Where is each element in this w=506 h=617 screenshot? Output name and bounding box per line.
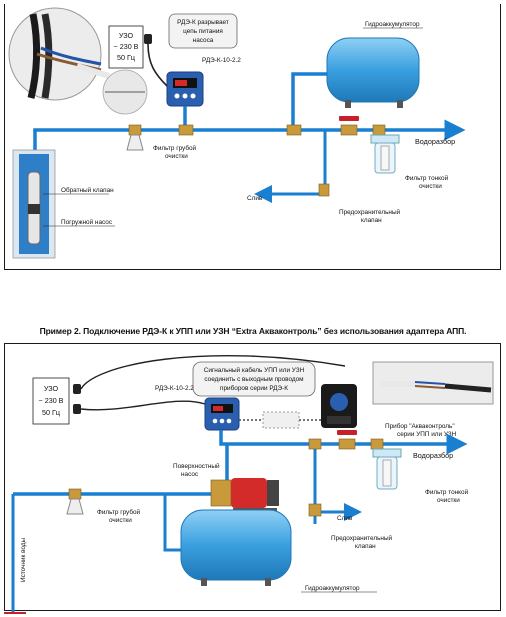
fine2-line1: Фильтр тонкой bbox=[425, 488, 469, 496]
ball-valve-icon bbox=[339, 116, 359, 136]
aquacontrol-device bbox=[321, 384, 357, 428]
uzo-line1: УЗО bbox=[119, 31, 134, 40]
pump-label: Погружной насос bbox=[61, 218, 113, 226]
well bbox=[12, 149, 56, 259]
coarse-filter-line2: очистки bbox=[165, 153, 188, 160]
diagram-1-panel: УЗО ~ 230 В 50 Гц РДЭ-К разрывает цепь п… bbox=[4, 4, 501, 270]
fine-filter-icon bbox=[370, 134, 400, 174]
splice-zoom-circle bbox=[102, 69, 148, 115]
coarse-filter-icon-2 bbox=[66, 498, 84, 515]
pressure-tank-2 bbox=[180, 509, 292, 586]
surface-pump bbox=[210, 478, 279, 512]
device-line2: серии УПП или УЗН bbox=[397, 431, 457, 438]
callout-line3: насоса bbox=[193, 37, 214, 44]
rdek2-label: РДЭ-К-10-2.2 bbox=[155, 385, 194, 392]
fine-filter-line1: Фильтр тонкой bbox=[405, 174, 449, 182]
drain-label: Слив bbox=[247, 195, 263, 202]
outlet-label: Водоразбор bbox=[415, 137, 455, 146]
surface-pump-line2: насос bbox=[181, 471, 199, 478]
coarse-filter-icon bbox=[126, 134, 144, 151]
uzo2-line1: УЗО bbox=[44, 384, 59, 393]
tank-label: Гидроаккумулятор bbox=[365, 21, 420, 28]
callout-line2: цепь питания bbox=[183, 28, 223, 35]
diagram-2-svg: УЗО ~ 230 В 50 Гц Сигнальный кабель УПП … bbox=[11, 354, 494, 614]
brass-fittings-2 bbox=[68, 438, 384, 517]
uzo-box-2: УЗО ~ 230 В 50 Гц bbox=[32, 377, 70, 425]
signal-cable-note: Сигнальный кабель УПП или УЗН соединить … bbox=[192, 361, 316, 397]
safety-valve-line1: Предохранительный bbox=[339, 208, 401, 216]
outlet2-label: Водоразбор bbox=[413, 451, 453, 460]
diagram-2-panel: УЗО ~ 230 В 50 Гц Сигнальный кабель УПП … bbox=[4, 343, 501, 614]
rdek-device bbox=[166, 71, 204, 107]
coarse2-line1: Фильтр грубой bbox=[97, 508, 141, 516]
ball-valve-icon-2 bbox=[337, 430, 357, 450]
coarse-filter-line1: Фильтр грубой bbox=[153, 144, 197, 152]
splice-box bbox=[262, 411, 300, 429]
signal-line1: Сигнальный кабель УПП или УЗН bbox=[204, 366, 305, 374]
device-line1: Прибор "Акваконтроль" bbox=[385, 422, 455, 430]
pressure-tank bbox=[326, 37, 420, 108]
rdek-label: РДЭ-К-10-2.2 bbox=[202, 57, 241, 64]
coarse2-line2: очистки bbox=[109, 517, 132, 524]
water-source-label: Источник воды bbox=[20, 537, 27, 582]
safety2-line2: клапан bbox=[355, 543, 376, 550]
safety2-line1: Предохранительный bbox=[331, 534, 393, 542]
drain2-label: Слив bbox=[337, 515, 353, 522]
callout-line1: РДЭ-К разрывает bbox=[177, 19, 229, 26]
signal-line3: приборов серии РДЭ-К bbox=[220, 384, 288, 392]
uzo2-line3: 50 Гц bbox=[42, 408, 60, 417]
uzo-line3: 50 Гц bbox=[117, 53, 135, 62]
uzo-line2: ~ 230 В bbox=[114, 42, 139, 51]
power-plug-icon bbox=[144, 34, 168, 87]
example-2-heading: Пример 2. Подключение РДЭ-К к УПП или УЗ… bbox=[39, 326, 467, 336]
diagram-1-svg: УЗО ~ 230 В 50 Гц РДЭ-К разрывает цепь п… bbox=[8, 7, 466, 259]
fine-filter-line2: очистки bbox=[419, 183, 442, 190]
rdek-device-2 bbox=[204, 397, 240, 431]
signal-line2: соединить с выходным проводом bbox=[204, 376, 303, 383]
page-accent-mark bbox=[4, 612, 26, 614]
cable-zoom-circle bbox=[8, 7, 110, 101]
brass-fittings bbox=[30, 124, 386, 197]
safety-valve-line2: клапан bbox=[361, 217, 382, 224]
tank2-label: Гидроаккумулятор bbox=[305, 585, 360, 592]
uzo2-line2: ~ 230 В bbox=[39, 396, 64, 405]
fine-filter-icon-2 bbox=[372, 448, 402, 490]
check-valve-label: Обратный клапан bbox=[61, 186, 114, 194]
uzo-box: УЗО ~ 230 В 50 Гц bbox=[108, 25, 144, 69]
main-pipe bbox=[33, 72, 466, 203]
callout-rdek: РДЭ-К разрывает цепь питания насоса bbox=[168, 13, 238, 49]
cable-zoom-box bbox=[372, 361, 494, 405]
surface-pump-line1: Поверхностный bbox=[173, 462, 220, 470]
fine2-line2: очистки bbox=[437, 497, 460, 504]
